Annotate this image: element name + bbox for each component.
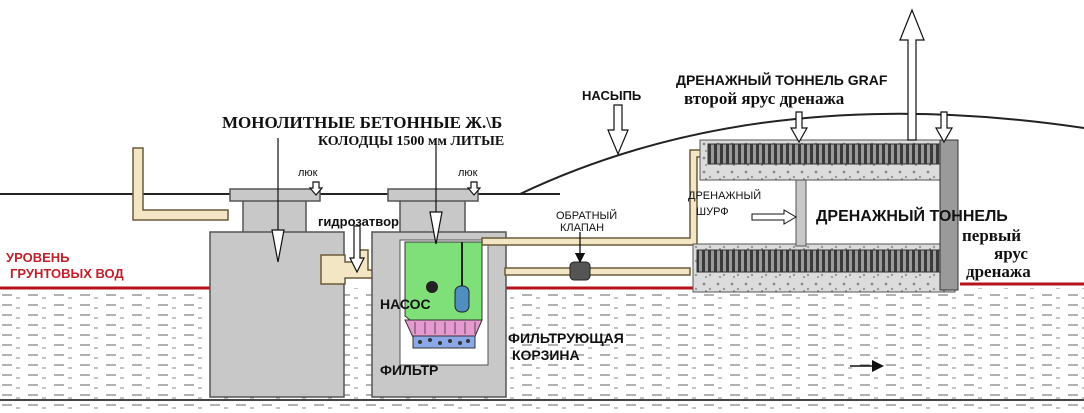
soil-area: [0, 288, 1084, 413]
shurf-column: [795, 179, 807, 247]
tunnel-bottom-label-1: ДРЕНАЖНЫЙ ТОННЕЛЬ: [816, 208, 1008, 225]
shurf-arrow: [751, 209, 797, 225]
nasos-label: НАСОС: [380, 296, 431, 312]
gidro-arrow: [349, 225, 365, 274]
left-well-neck: [242, 199, 307, 234]
tunnel-top-label-1: ДРЕНАЖНЫЙ ТОННЕЛЬ GRAF: [676, 72, 888, 88]
check-valve: [569, 261, 591, 281]
hydro-seal-pipe: [320, 249, 384, 285]
inlet-pipe: [132, 147, 229, 221]
outlet-pipe-2: [504, 267, 691, 276]
shurf-label-2: ШУРФ: [696, 206, 729, 218]
tunnel-bottom-label-2: первый: [962, 226, 1022, 245]
tunnel-top-ribs: [707, 143, 944, 165]
shurf-label-1: ДРЕНАЖНЫЙ: [688, 190, 762, 202]
filter-pink-ribs: [414, 322, 476, 334]
check-valve-label-2: КЛАПАН: [560, 222, 605, 234]
right-well-cover: [387, 188, 479, 202]
ground-water-label-1: УРОВЕНЬ: [6, 250, 70, 265]
pump-ball: [426, 281, 438, 293]
tunnel-top-arrow: [789, 111, 809, 144]
gidrozatvor-label: гидрозатвор: [318, 214, 399, 229]
tunnel-bottom-label-4: дренажа: [966, 262, 1031, 281]
title-line-2: КОЛОДЦЫ 1500 мм ЛИТЫЕ: [318, 134, 505, 149]
left-well-cover: [229, 188, 321, 202]
tunnel-bottom-label-3: ярус: [994, 244, 1028, 263]
check-valve-label-1: ОБРАТНЫЙ: [556, 210, 618, 222]
luk-arrow-left: [308, 181, 324, 196]
pump-body: [454, 285, 470, 313]
vent-up-arrow: [899, 8, 925, 141]
filter-label: ФИЛЬТР: [380, 362, 439, 378]
filter-gravel-dots: [418, 338, 470, 345]
tunnel-top-label-2: второй ярус дренажа: [684, 89, 845, 108]
tunnel-end-cap: [939, 139, 959, 291]
mound-curve: [519, 112, 1084, 195]
down-arrows: [271, 104, 954, 274]
luk-arrow-right: [466, 181, 482, 196]
filter-basket-label-2: КОРЗИНА: [512, 347, 580, 363]
luk-right-label: люк: [458, 167, 478, 179]
nasyp-label: НАСЫПЬ: [582, 88, 642, 103]
tunnel-top-arrow-2: [934, 111, 954, 144]
title-line-1: МОНОЛИТНЫЕ БЕТОННЫЕ Ж.\Б: [222, 113, 503, 132]
luk-left-label: люк: [298, 167, 318, 179]
nasyp-arrow: [607, 104, 629, 156]
filter-basket-label-1: ФИЛЬТРУЮЩАЯ: [508, 330, 624, 346]
ground-water-label-2: ГРУНТОВЫХ ВОД: [10, 266, 124, 281]
filter-layer: [412, 335, 476, 349]
tunnel-bottom-ribs: [696, 249, 943, 273]
